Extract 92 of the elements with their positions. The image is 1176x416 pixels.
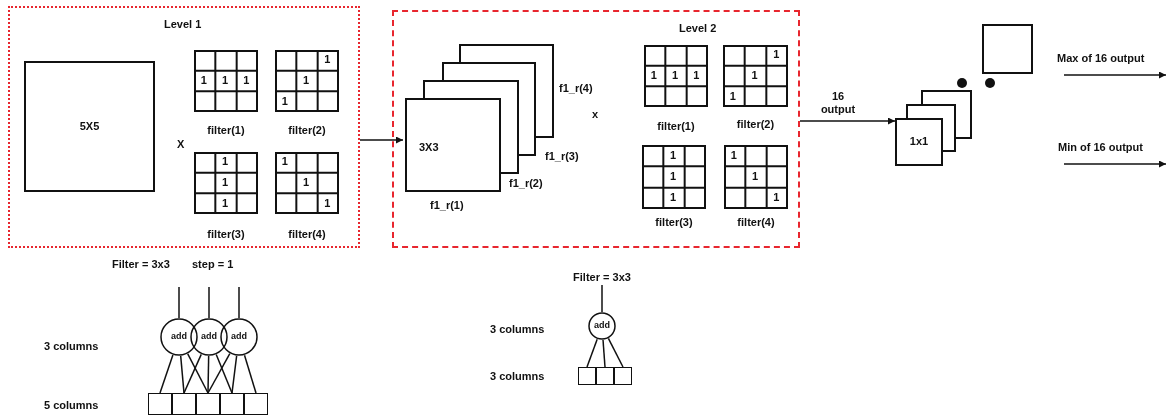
stacked-square xyxy=(982,24,1033,74)
grid-value: 1 xyxy=(650,69,657,82)
grid-value: 1 xyxy=(324,196,331,210)
column-cell xyxy=(596,367,614,385)
text-label: X xyxy=(177,138,185,151)
connector-line xyxy=(601,284,603,313)
filter-caption: filter(4) xyxy=(287,228,327,241)
filter-caption: filter(2) xyxy=(287,124,327,137)
panel-heading: Level 1 xyxy=(164,18,202,31)
filter-caption: filter(2) xyxy=(735,118,776,131)
matrix-box xyxy=(895,118,943,166)
adder-circle xyxy=(190,318,228,356)
level-panel xyxy=(392,10,800,248)
connector-line xyxy=(183,353,202,394)
text-label: 3 columns xyxy=(490,323,545,336)
grid-value: 1 xyxy=(670,170,677,183)
column-cell xyxy=(196,393,220,415)
connector-line xyxy=(243,354,257,394)
adder-circle xyxy=(588,312,616,340)
connector-line xyxy=(207,355,210,394)
grid-value: 1 xyxy=(670,191,677,205)
filter-caption: filter(4) xyxy=(736,216,776,229)
connector-line xyxy=(607,337,624,368)
column-cell xyxy=(578,367,596,385)
connector-line xyxy=(207,352,231,394)
text-label: Filter = 3x3 xyxy=(112,258,170,271)
frame-caption: f1_r(3) xyxy=(545,150,579,163)
adder-label: add xyxy=(200,330,218,343)
connector-line xyxy=(159,354,174,394)
edge-label: 16 output xyxy=(818,90,858,116)
text-label: Max of 16 output xyxy=(1057,52,1145,65)
arrow xyxy=(359,136,404,144)
filter-caption: filter(3) xyxy=(654,216,694,229)
grid-value: 1 xyxy=(243,74,250,87)
connector-line xyxy=(179,355,185,394)
column-cell xyxy=(220,393,244,415)
connector-line xyxy=(231,355,238,394)
grid-value: 1 xyxy=(222,176,229,189)
connector-line xyxy=(586,338,598,368)
connector-line xyxy=(187,353,209,394)
frame-caption: f1_r(1) xyxy=(430,199,464,212)
grid-value: 1 xyxy=(200,74,207,87)
grid-value: 1 xyxy=(222,74,229,87)
adder-circle xyxy=(160,318,198,356)
text-label: 5 columns xyxy=(44,399,99,412)
grid-value: 1 xyxy=(729,89,736,103)
column-cell xyxy=(172,393,196,415)
connector-line xyxy=(602,339,606,368)
filter-caption: filter(1) xyxy=(206,124,246,137)
grid-value: 1 xyxy=(730,148,737,162)
grid-value: 1 xyxy=(303,176,310,189)
arrow xyxy=(799,117,896,125)
text-label: 3 columns xyxy=(490,370,545,383)
box-label: 3X3 xyxy=(419,141,439,154)
panel-heading: Level 2 xyxy=(679,22,717,35)
adder-label: add xyxy=(230,330,248,343)
frame-caption: f1_r(4) xyxy=(559,82,593,95)
matrix-box xyxy=(24,61,155,192)
adder-label: add xyxy=(170,330,188,343)
text-label: Filter = 3x3 xyxy=(572,271,632,284)
grid-value: 1 xyxy=(281,94,288,108)
grid-value: 1 xyxy=(670,148,677,162)
connector-line xyxy=(215,353,233,394)
box-label: 1x1 xyxy=(908,135,930,148)
text-label: Min of 16 output xyxy=(1058,141,1143,154)
text-label: step = 1 xyxy=(192,258,234,271)
grid-value: 1 xyxy=(303,74,310,87)
grid-value: 1 xyxy=(773,191,780,205)
grid-value: 1 xyxy=(751,69,758,82)
column-cell xyxy=(148,393,172,415)
grid-value: 1 xyxy=(324,53,331,67)
level-panel xyxy=(8,6,360,248)
grid-value: 1 xyxy=(281,155,288,169)
grid-value: 1 xyxy=(693,69,700,82)
connector-line xyxy=(178,286,180,319)
grid-value: 1 xyxy=(752,170,759,183)
column-cell xyxy=(244,393,268,415)
text-label: 3 columns xyxy=(44,340,99,353)
grid-value: 1 xyxy=(222,155,229,169)
filter-caption: filter(1) xyxy=(656,120,696,133)
adder-circle xyxy=(220,318,258,356)
column-cell xyxy=(614,367,632,385)
grid-value: 1 xyxy=(222,196,229,210)
frame-caption: f1_r(2) xyxy=(509,177,543,190)
filter-caption: filter(3) xyxy=(206,228,246,241)
grid-value: 1 xyxy=(672,69,679,82)
grid-value: 1 xyxy=(773,48,780,62)
adder-label: add xyxy=(593,319,611,332)
box-label: 5X5 xyxy=(78,119,101,133)
connector-line xyxy=(208,286,210,319)
connector-line xyxy=(238,286,240,319)
text-label: x xyxy=(592,108,599,121)
